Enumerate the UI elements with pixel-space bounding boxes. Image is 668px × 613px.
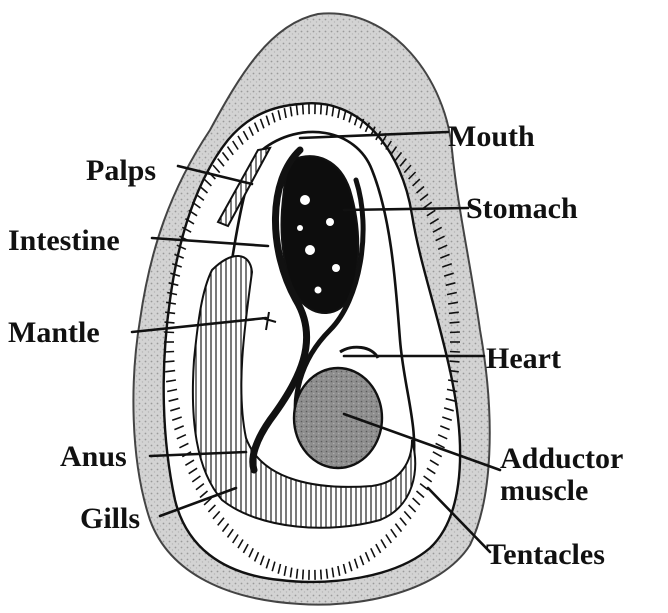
label-gills: Gills: [80, 502, 140, 535]
tentacle-tick: [303, 570, 304, 580]
tentacle-tick: [164, 352, 174, 353]
tentacle-tick: [326, 105, 327, 115]
tentacle-tick: [450, 361, 460, 362]
tentacle-tick: [450, 322, 460, 323]
label-anus: Anus: [60, 440, 127, 473]
tentacle-tick: [321, 570, 322, 580]
label-mouth: Mouth: [448, 120, 535, 153]
tentacle-tick: [321, 105, 322, 115]
label-adductor-line1: Adductor: [500, 442, 623, 475]
adductor-muscle: [294, 368, 382, 468]
label-adductor-line2: muscle: [500, 474, 588, 507]
label-tentacles: Tentacles: [486, 538, 605, 571]
tentacle-tick: [303, 105, 304, 115]
tentacle-tick: [297, 105, 298, 115]
label-intestine: Intestine: [8, 224, 120, 257]
tentacle-tick: [450, 332, 460, 333]
tentacle-tick: [165, 322, 175, 323]
tentacle-tick: [297, 569, 298, 579]
label-stomach: Stomach: [466, 192, 578, 225]
tentacle-tick: [450, 352, 460, 353]
tentacle-tick: [164, 332, 174, 333]
tentacle-tick: [165, 361, 175, 362]
label-palps: Palps: [86, 154, 156, 187]
label-heart: Heart: [486, 342, 561, 375]
label-mantle: Mantle: [8, 316, 100, 349]
tentacle-tick: [326, 569, 327, 579]
